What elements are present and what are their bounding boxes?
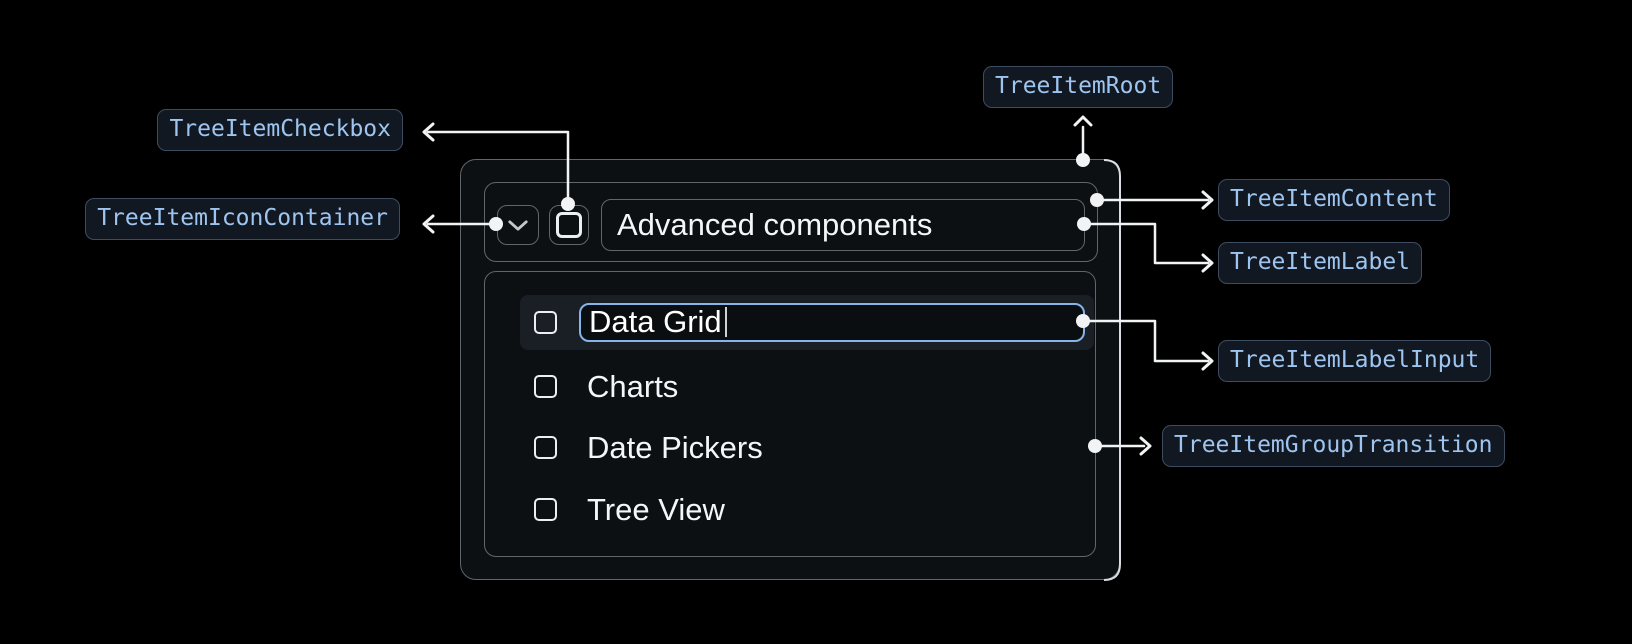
- checkbox-unchecked-icon: [556, 212, 582, 238]
- arrow-right-icon: [1201, 253, 1214, 273]
- checkbox-unchecked-icon[interactable]: [534, 498, 557, 521]
- tree-item-label-text: Tree View: [587, 492, 725, 527]
- callout-tree-item-checkbox: TreeItemCheckbox: [157, 109, 403, 151]
- tree-item-root: Advanced components Data Grid Charts Dat…: [460, 159, 1120, 580]
- callout-tree-item-label-input: TreeItemLabelInput: [1218, 340, 1492, 382]
- label-input-value: Data Grid: [589, 304, 722, 339]
- tree-item-row[interactable]: Charts: [520, 359, 1094, 414]
- arrow-right-icon: [1201, 190, 1214, 210]
- callout-tree-item-content: TreeItemContent: [1218, 179, 1450, 221]
- tree-item-row[interactable]: Date Pickers: [520, 420, 1094, 475]
- checkbox-unchecked-icon[interactable]: [534, 436, 557, 459]
- tree-item-label-text: Date Pickers: [587, 430, 763, 465]
- tree-item-label-text: Advanced components: [617, 207, 933, 242]
- arrow-right-icon: [1201, 351, 1214, 371]
- callout-tree-item-icon-container: TreeItemIconContainer: [85, 198, 400, 240]
- callout-tree-item-group-transition: TreeItemGroupTransition: [1162, 425, 1505, 467]
- callout-tree-item-root: TreeItemRoot: [983, 66, 1174, 108]
- tree-item-label-text: Charts: [587, 369, 679, 404]
- checkbox-unchecked-icon[interactable]: [534, 311, 557, 334]
- arrow-left-icon: [422, 214, 435, 234]
- tree-item-row[interactable]: Tree View: [520, 482, 1094, 537]
- tree-item-label: Advanced components: [601, 199, 1085, 251]
- tree-item-group-transition: Data Grid Charts Date Pickers Tree View: [484, 271, 1096, 557]
- text-caret: [724, 307, 728, 337]
- callout-tree-item-label: TreeItemLabel: [1218, 242, 1423, 284]
- checkbox-unchecked-icon[interactable]: [534, 375, 557, 398]
- tree-item-checkbox[interactable]: [549, 205, 589, 245]
- arrow-left-icon: [422, 122, 435, 142]
- arrow-up-icon: [1073, 115, 1093, 127]
- tree-item-label-input[interactable]: Data Grid: [579, 303, 1085, 342]
- tree-item-content[interactable]: Advanced components: [484, 182, 1098, 262]
- tree-item-row-editing[interactable]: Data Grid: [520, 295, 1094, 350]
- tree-item-icon-container[interactable]: [497, 205, 539, 245]
- arrow-right-icon: [1139, 436, 1152, 456]
- chevron-down-icon: [508, 219, 528, 231]
